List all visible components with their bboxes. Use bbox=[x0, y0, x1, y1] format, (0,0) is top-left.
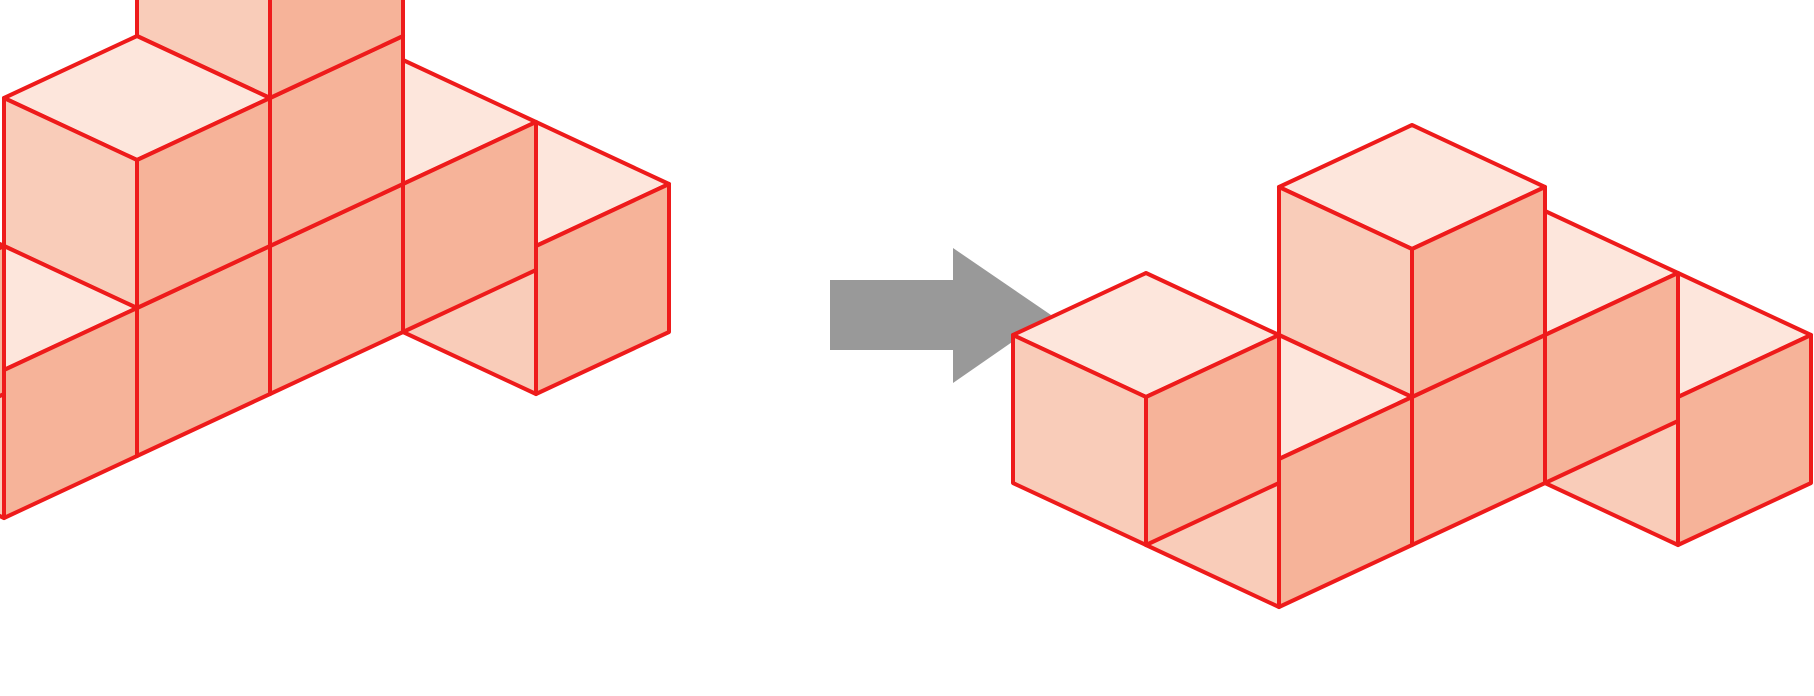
right-arrow-icon bbox=[830, 248, 1051, 383]
cube bbox=[0, 244, 139, 520]
cube-right-face bbox=[2, 306, 139, 520]
after-cube-structure bbox=[1011, 123, 1813, 609]
cube-right-face bbox=[1410, 185, 1547, 399]
cube bbox=[2, 34, 272, 310]
cube-right-face bbox=[268, 0, 405, 100]
cube bbox=[0, 241, 6, 399]
cube-right-face bbox=[1676, 333, 1813, 547]
cube-right-face bbox=[0, 244, 6, 399]
cube bbox=[1011, 271, 1281, 547]
cube bbox=[1277, 123, 1547, 399]
cube-right-face bbox=[135, 96, 272, 310]
cube-right-face bbox=[534, 182, 671, 396]
before-cube-structure bbox=[0, 0, 671, 520]
cube-right-face bbox=[1277, 395, 1414, 609]
cube-right-face bbox=[1144, 333, 1281, 547]
